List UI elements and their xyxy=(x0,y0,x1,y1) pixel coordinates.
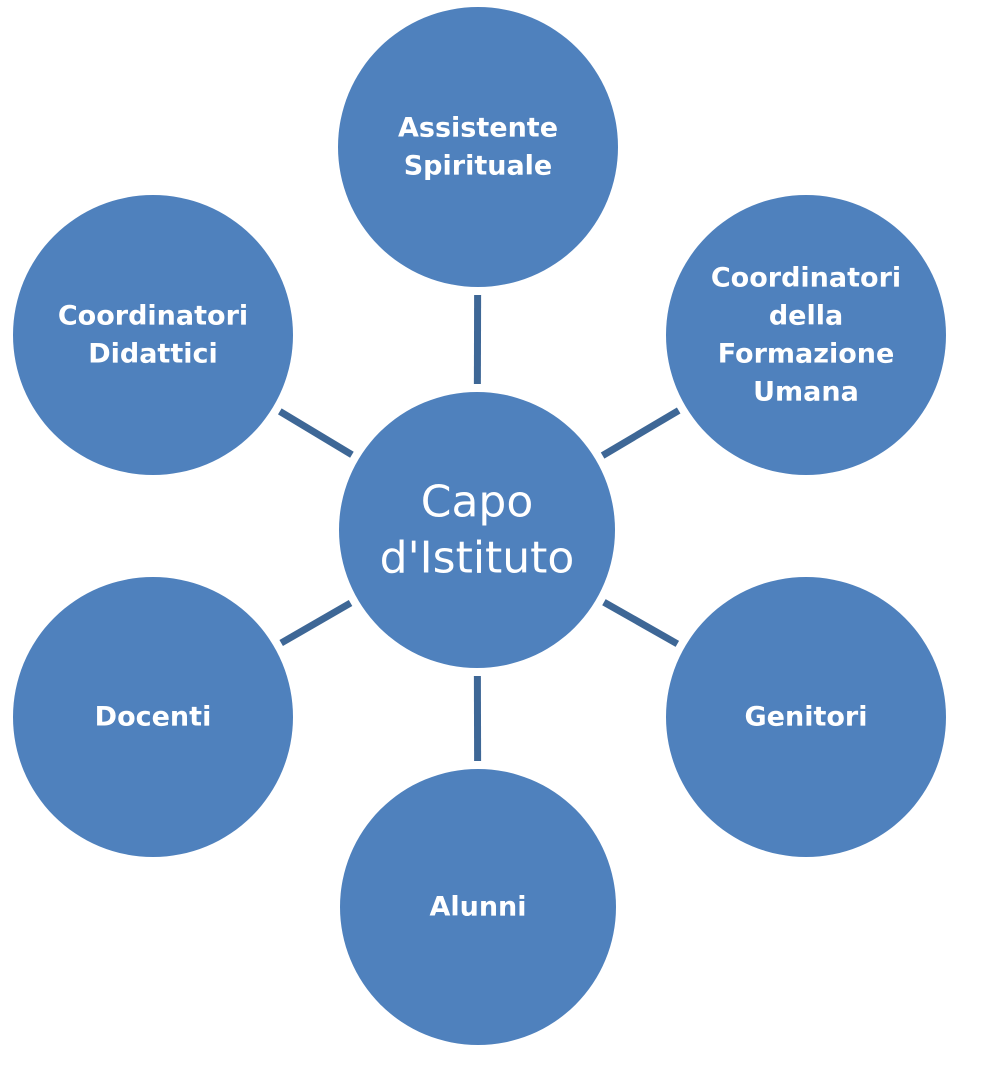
node-label-coordinatori-formazione-umana-line-3: Formazione xyxy=(718,339,895,370)
node-label-alunni-line-1: Alunni xyxy=(429,892,526,923)
node-circle-docenti xyxy=(13,577,293,857)
node-alunni: Alunni xyxy=(340,769,616,1045)
node-label-assistente-spirituale-line-2: Spirituale xyxy=(404,151,553,182)
node-label-coordinatori-didattici-line-1: Coordinatori xyxy=(58,301,248,332)
node-genitori: Genitori xyxy=(666,577,946,857)
node-circle-alunni xyxy=(340,769,616,1045)
node-label-docenti-line-1: Docenti xyxy=(95,702,212,733)
connector-docenti xyxy=(279,599,353,647)
node-circle-genitori xyxy=(666,577,946,857)
connector-genitori xyxy=(602,599,680,647)
node-label-coordinatori-formazione-umana-line-1: Coordinatori xyxy=(711,263,901,294)
connector-coordinatori-didattici xyxy=(278,408,354,458)
center-label-line-1: Capo xyxy=(421,477,534,528)
node-circle-assistente-spirituale xyxy=(338,7,618,287)
node-circle-coordinatori-formazione-umana xyxy=(666,195,946,475)
connector-coordinatori-formazione-umana xyxy=(600,407,681,459)
node-docenti: Docenti xyxy=(13,577,293,857)
node-label-coordinatori-didattici-line-2: Didattici xyxy=(88,339,218,370)
center-label-line-2: d'Istituto xyxy=(380,533,575,584)
node-circle-coordinatori-didattici xyxy=(13,195,293,475)
center-node-circle xyxy=(339,392,615,668)
node-label-genitori-line-1: Genitori xyxy=(745,702,868,733)
node-label-assistente-spirituale-line-1: Assistente xyxy=(398,113,558,144)
node-label-coordinatori-formazione-umana-line-4: Umana xyxy=(753,377,859,408)
connectors xyxy=(278,294,681,762)
node-label-coordinatori-formazione-umana-line-2: della xyxy=(769,301,843,332)
